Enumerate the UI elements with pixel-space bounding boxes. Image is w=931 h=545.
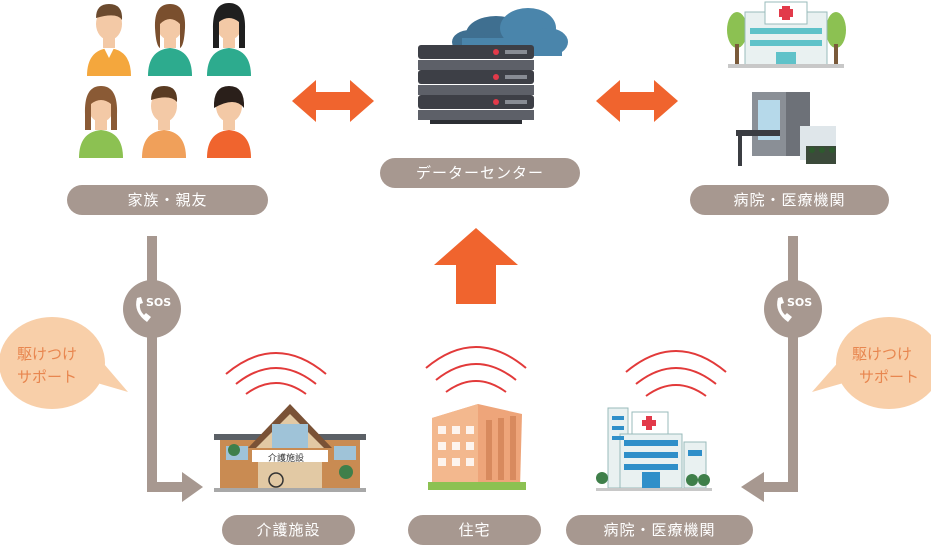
person-icon [148,4,192,76]
sos-text-left: SOS [146,296,172,309]
hospital-icon [596,407,712,491]
label-care-facility: 介護施設 [222,515,355,545]
person-icon [207,86,251,158]
label-hospital-top: 病院・医療機関 [690,185,889,215]
double-arrow-icon-right [596,80,678,122]
sos-text-right: SOS [787,296,813,309]
person-icon [87,4,131,76]
double-arrow-icon-left [292,80,374,122]
label-family: 家族・親友 [67,185,268,215]
person-icon [142,86,186,158]
label-hospital-bottom: 病院・医療機関 [566,515,753,545]
bubble-left-line1: 駆けつけ [17,345,78,363]
office-building-icon [736,92,836,166]
wifi-signal-icon [225,352,327,395]
person-icon [79,86,123,158]
bubble-right-line1: 駆けつけ [852,345,913,363]
up-arrow-icon [434,228,518,304]
house-icon [428,404,526,490]
person-icon [207,3,251,76]
label-home: 住宅 [408,515,541,545]
bubble-right [812,317,931,409]
phone-sos-icon [764,280,822,338]
bubble-left [0,317,128,409]
server-icon [418,45,534,124]
wifi-signal-icon [625,350,727,397]
hospital-icon [727,1,846,68]
phone-sos-icon [123,280,181,338]
building-sign: 介護施設 [268,454,305,464]
bubble-left-line2: サポート [17,368,78,386]
care-facility-icon [214,404,366,492]
wifi-signal-icon [425,346,527,393]
bubble-right-line2: サポート [859,368,920,386]
label-data-center: データーセンター [380,158,580,188]
